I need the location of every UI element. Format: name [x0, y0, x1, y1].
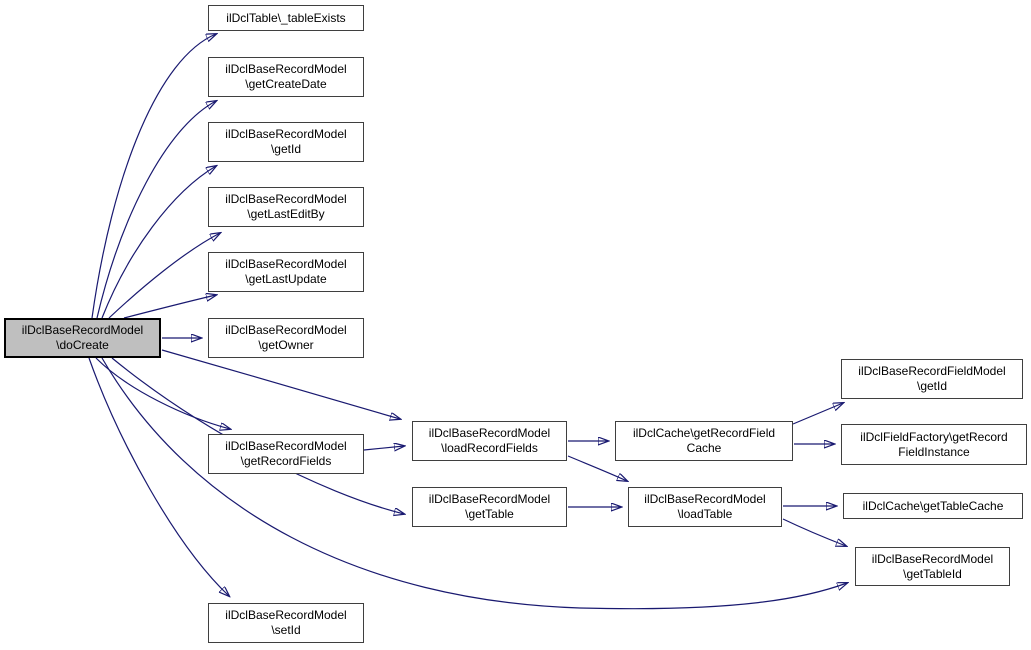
edge-doCreate-to-setId: [88, 357, 229, 596]
node-getOwner[interactable]: ilDclBaseRecordModel \getOwner: [208, 318, 364, 358]
node-getTableCache[interactable]: ilDclCache\getTableCache: [843, 493, 1023, 519]
node-getRecordFieldCache[interactable]: ilDclCache\getRecordField Cache: [615, 421, 793, 461]
node-getCreateDate[interactable]: ilDclBaseRecordModel \getCreateDate: [208, 57, 364, 97]
edge-doCreate-to-getLastUpdate: [123, 295, 216, 319]
edge-doCreate-to-getLastEditBy: [108, 233, 220, 319]
edge-getRecordFields-to-loadRecordFields: [363, 446, 404, 450]
edge-doCreate-to-getTableId: [101, 357, 847, 610]
node-loadRecordFields[interactable]: ilDclBaseRecordModel \loadRecordFields: [412, 421, 567, 461]
edge-doCreate-to-getRecordFields: [95, 357, 230, 429]
node-fieldModelGetId[interactable]: ilDclBaseRecordFieldModel \getId: [841, 359, 1023, 399]
node-getLastUpdate[interactable]: ilDclBaseRecordModel \getLastUpdate: [208, 252, 364, 292]
node-loadTable[interactable]: ilDclBaseRecordModel \loadTable: [628, 487, 782, 527]
node-getTable[interactable]: ilDclBaseRecordModel \getTable: [412, 487, 567, 527]
edge-loadRecordFields-to-loadTable: [567, 455, 627, 481]
edge-doCreate-to-tableExists: [91, 34, 216, 319]
node-getRecordFields[interactable]: ilDclBaseRecordModel \getRecordFields: [208, 434, 364, 474]
node-getRecordFieldInstance[interactable]: ilDclFieldFactory\getRecord FieldInstanc…: [841, 424, 1027, 465]
node-getId[interactable]: ilDclBaseRecordModel \getId: [208, 122, 364, 162]
edge-loadTable-to-getTableId: [782, 518, 846, 546]
node-tableExists[interactable]: ilDclTable\_tableExists: [208, 5, 364, 31]
edge-doCreate-to-loadRecordFields: [161, 349, 400, 419]
edge-getRecordFieldCache-to-fieldModelGetId: [792, 403, 843, 425]
edge-doCreate-to-getCreateDate: [96, 101, 216, 319]
node-getLastEditBy[interactable]: ilDclBaseRecordModel \getLastEditBy: [208, 187, 364, 227]
node-getTableId[interactable]: ilDclBaseRecordModel \getTableId: [855, 547, 1010, 586]
node-setId[interactable]: ilDclBaseRecordModel \setId: [208, 603, 364, 643]
node-doCreate[interactable]: ilDclBaseRecordModel \doCreate: [4, 318, 161, 358]
edge-doCreate-to-getId: [101, 166, 216, 319]
